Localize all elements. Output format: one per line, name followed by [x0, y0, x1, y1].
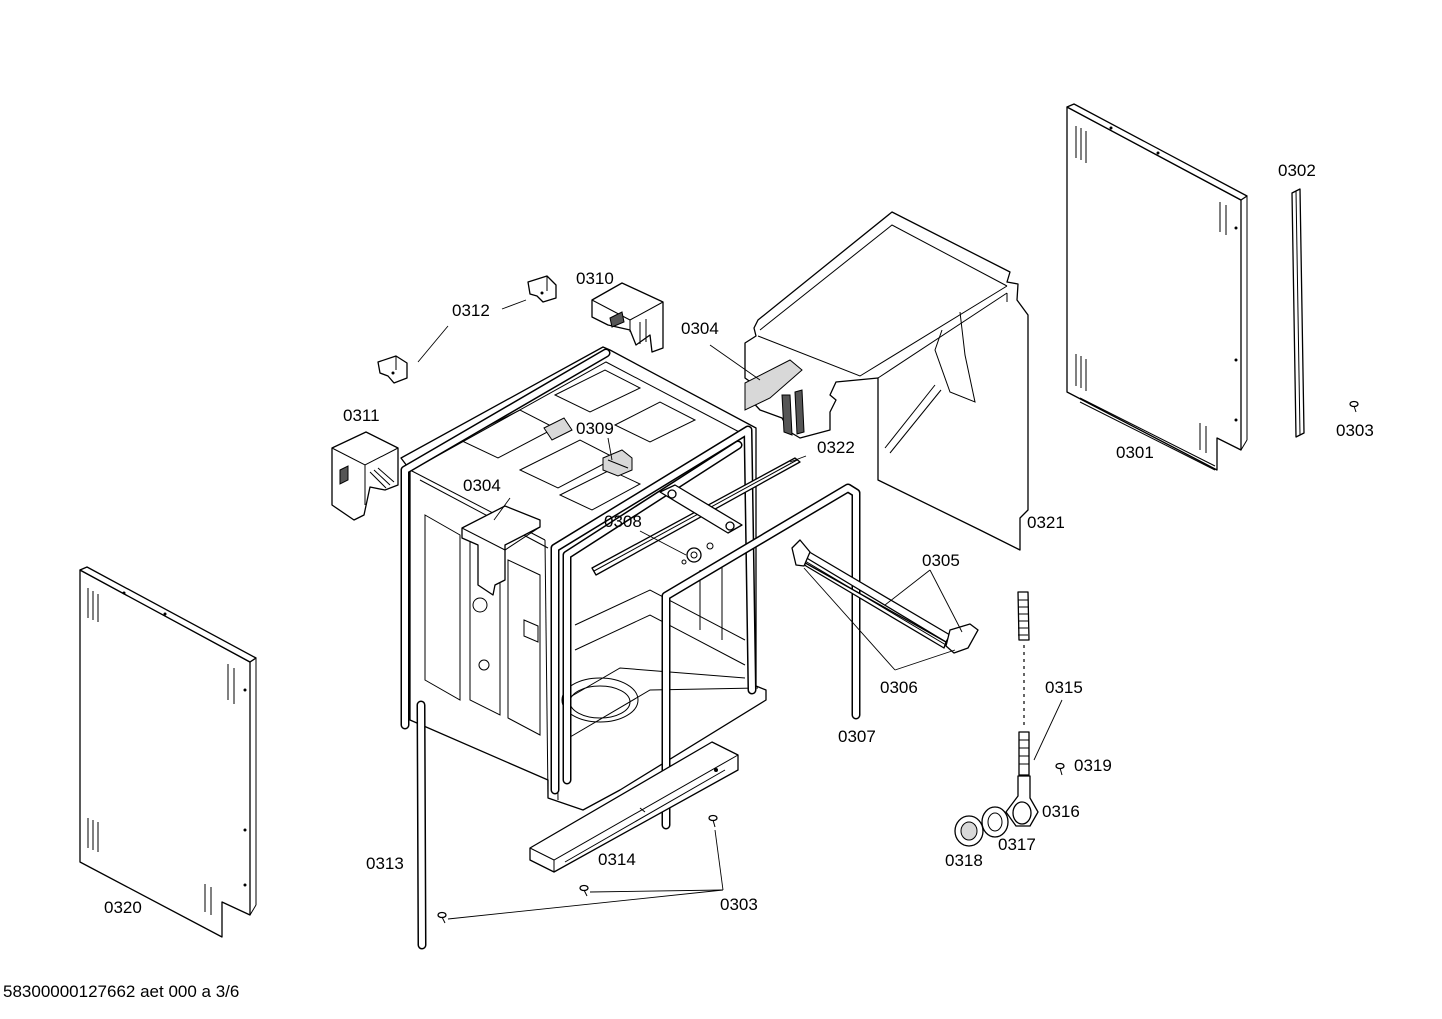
label-0316: 0316	[1042, 802, 1080, 821]
part-tub-main-body	[400, 346, 767, 811]
screw-icon	[1349, 400, 1359, 413]
screw-icon	[579, 884, 589, 897]
label-0315: 0315	[1045, 678, 1083, 697]
part-0302-vertical-strip	[1291, 188, 1305, 438]
part-0320-side-panel-left	[79, 566, 257, 938]
label-0307: 0307	[838, 727, 876, 746]
part-0315-hose	[1017, 591, 1030, 776]
part-0314-base-rail	[529, 741, 739, 873]
part-0313-seal-rail	[400, 348, 611, 950]
part-0305-spray-arm	[791, 539, 979, 654]
label-0317: 0317	[998, 835, 1036, 854]
label-0310: 0310	[576, 269, 614, 288]
part-labels: 0301 0302 0303 0303 0304 0304 0305 0306 …	[104, 161, 1374, 917]
label-0313: 0313	[366, 854, 404, 873]
part-0317-ring	[981, 806, 1009, 838]
label-0322: 0322	[817, 438, 855, 457]
label-0321: 0321	[1027, 513, 1065, 532]
part-0322-strip	[591, 457, 801, 576]
part-0304-bracket	[461, 505, 541, 596]
label-0303: 0303	[1336, 421, 1374, 440]
label-0302: 0302	[1278, 161, 1316, 180]
part-0321-insulation-cover	[744, 211, 1029, 551]
screw-icon-group	[437, 400, 1359, 924]
label-0303: 0303	[720, 895, 758, 914]
part-0307-u-tube	[661, 483, 861, 830]
part-0310-bracket	[591, 282, 664, 353]
part-0312-bracket	[377, 275, 557, 384]
screw-icon	[708, 814, 718, 828]
label-0306: 0306	[880, 678, 918, 697]
screw-icon	[1055, 762, 1065, 776]
label-0301: 0301	[1116, 443, 1154, 462]
document-id: 58300000127662 aet 000 a 3/6	[3, 982, 239, 1001]
label-0304: 0304	[681, 319, 719, 338]
label-0309: 0309	[576, 419, 614, 438]
label-0308: 0308	[604, 512, 642, 531]
part-door-frame-seal	[550, 425, 757, 795]
label-0319: 0319	[1074, 756, 1112, 775]
part-0318-cap	[954, 815, 984, 847]
screw-icon	[437, 911, 447, 924]
label-0318: 0318	[945, 851, 983, 870]
part-0311-bracket	[331, 431, 399, 521]
label-0305: 0305	[922, 551, 960, 570]
label-0314: 0314	[598, 850, 636, 869]
label-0304: 0304	[463, 476, 501, 495]
leader-lines	[417, 299, 1063, 920]
part-0309-clip	[602, 449, 633, 477]
part-0301-side-panel-right	[1066, 103, 1248, 471]
part-0308-rail	[659, 484, 743, 565]
part-0316-elbow	[1005, 775, 1039, 827]
label-0320: 0320	[104, 898, 142, 917]
label-0311: 0311	[343, 406, 380, 425]
label-0312: 0312	[452, 301, 490, 320]
